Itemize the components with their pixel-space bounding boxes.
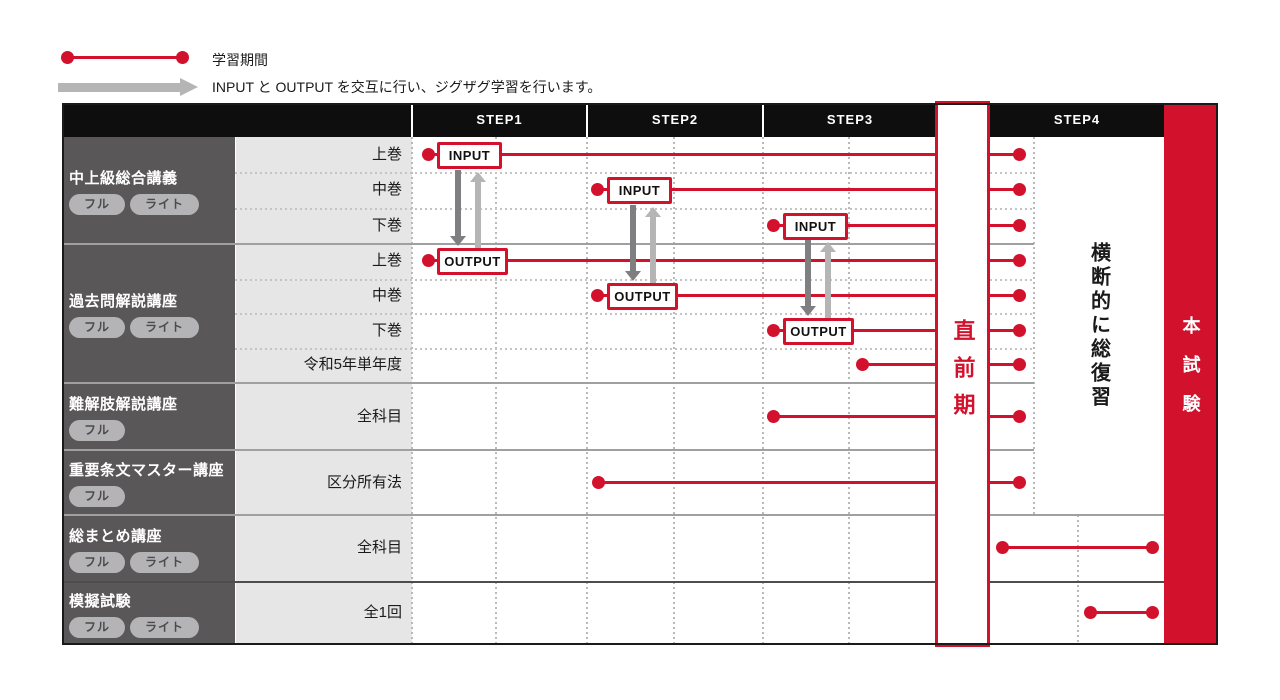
legend-period-line-icon [61, 51, 189, 64]
grid-hline [235, 348, 1034, 350]
section-divider [62, 243, 1034, 245]
header-divider [411, 103, 413, 137]
study-line-somatome [996, 541, 1159, 554]
study-line-juyojobun [592, 476, 1026, 489]
study-line-kogi-gekan [767, 219, 1026, 232]
course-section-juyojobun: 重要条文マスター講座 フル [62, 450, 235, 515]
header-step4: STEP4 [1053, 112, 1101, 127]
header-step1: STEP1 [476, 112, 523, 127]
badge-light: ライト [130, 551, 200, 573]
grid-vline [848, 137, 850, 645]
course-title: 中上級総合講義 [69, 169, 178, 187]
study-line-nankaishi [767, 410, 1026, 423]
course-title: 模擬試験 [69, 592, 132, 610]
section-divider [62, 581, 1164, 583]
row-label: 全科目 [356, 539, 402, 556]
badge-full: フル [69, 193, 126, 215]
section-divider [62, 382, 1034, 384]
badge-row: フル ライト [69, 316, 235, 338]
course-section-kakomon: 過去問解説講座 フル ライト [62, 244, 235, 383]
row-label: 令和5年単年度 [303, 356, 402, 373]
exam-column: 本試験 [1164, 103, 1217, 645]
grid-hline [235, 172, 1034, 174]
pre-exam-label: 直前期 [950, 318, 976, 430]
study-line-kogi-chukan [591, 183, 1026, 196]
grid-vline [762, 137, 764, 645]
study-line-kakomon-gekan [767, 324, 1026, 337]
legend-zigzag-arrowhead-icon [180, 78, 198, 96]
grid-vline [495, 137, 497, 645]
step4-review-cell: 横断的に総復習 [1034, 137, 1164, 515]
row-label: 区分所有法 [326, 474, 402, 491]
header-step3: STEP3 [826, 112, 874, 127]
step4-review-note: 横断的に総復習 [1087, 242, 1110, 410]
row-label-column-bg [235, 137, 412, 645]
badge-full: フル [69, 419, 126, 441]
badge-row: フル ライト [69, 551, 235, 573]
zigzag-down-arrow-step2 [625, 205, 641, 281]
header-divider [586, 103, 588, 137]
row-label: 中巻 [371, 287, 402, 304]
legend-zigzag-label: INPUT と OUTPUT を交互に行い、ジグザグ学習を行います。 [212, 79, 602, 95]
study-line-kogi-jokan [422, 148, 1026, 161]
badge-row: フル ライト [69, 616, 235, 638]
row-label: 中巻 [371, 181, 402, 198]
grid-hline [235, 313, 1034, 315]
section-divider [62, 514, 1164, 516]
badge-row: フル [69, 485, 235, 507]
grid-vline [1077, 515, 1079, 645]
course-section-nankaishi: 難解肢解説講座 フル [62, 383, 235, 450]
badge-light: ライト [130, 316, 200, 338]
row-label: 上巻 [371, 252, 402, 269]
row-label: 上巻 [371, 146, 402, 163]
table-header-bar [62, 103, 1218, 137]
output-box-step1: OUTPUT [437, 248, 508, 275]
exam-label: 本試験 [1180, 315, 1201, 433]
row-label: 下巻 [371, 217, 402, 234]
grid-vline [673, 137, 675, 645]
header-divider [762, 103, 764, 137]
course-section-chujokyu: 中上級総合講義 フル ライト [62, 137, 235, 244]
badge-full: フル [69, 485, 126, 507]
zigzag-up-arrow-step3 [820, 242, 836, 318]
course-title: 過去問解説講座 [69, 292, 178, 310]
pre-exam-column: 直前期 [935, 101, 990, 647]
badge-row: フル ライト [69, 193, 235, 215]
grid-vline [586, 137, 588, 645]
badge-light: ライト [130, 193, 200, 215]
badge-full: フル [69, 551, 126, 573]
header-step2: STEP2 [651, 112, 699, 127]
course-section-somatome: 総まとめ講座 フル ライト [62, 515, 235, 582]
row-label: 全1回 [363, 604, 402, 621]
course-title: 重要条文マスター講座 [69, 461, 225, 479]
study-line-mogishiken [1084, 606, 1159, 619]
legend-period-label: 学習期間 [212, 52, 268, 68]
badge-row: フル [69, 419, 235, 441]
zigzag-up-arrow-step2 [645, 207, 661, 283]
row-label: 下巻 [371, 322, 402, 339]
legend-zigzag-arrow-icon [58, 83, 180, 92]
course-title: 総まとめ講座 [69, 527, 163, 545]
input-box-step1: INPUT [437, 142, 502, 169]
grid-vline [1033, 137, 1035, 515]
course-title: 難解肢解説講座 [69, 395, 178, 413]
badge-light: ライト [130, 616, 200, 638]
input-box-step2: INPUT [607, 177, 672, 204]
sidebar-separator [235, 137, 236, 645]
badge-full: フル [69, 616, 126, 638]
row-label: 全科目 [356, 408, 402, 425]
section-divider [62, 449, 1034, 451]
course-section-mogishiken: 模擬試験 フル ライト [62, 582, 235, 645]
zigzag-up-arrow-step1 [470, 172, 486, 248]
output-box-step3: OUTPUT [783, 318, 854, 345]
input-box-step3: INPUT [783, 213, 848, 240]
badge-full: フル [69, 316, 126, 338]
zigzag-down-arrow-step3 [800, 240, 816, 316]
zigzag-down-arrow-step1 [450, 170, 466, 246]
study-line-kakomon-jokan [422, 254, 1026, 267]
grid-vline [411, 137, 413, 645]
output-box-step2: OUTPUT [607, 283, 678, 310]
